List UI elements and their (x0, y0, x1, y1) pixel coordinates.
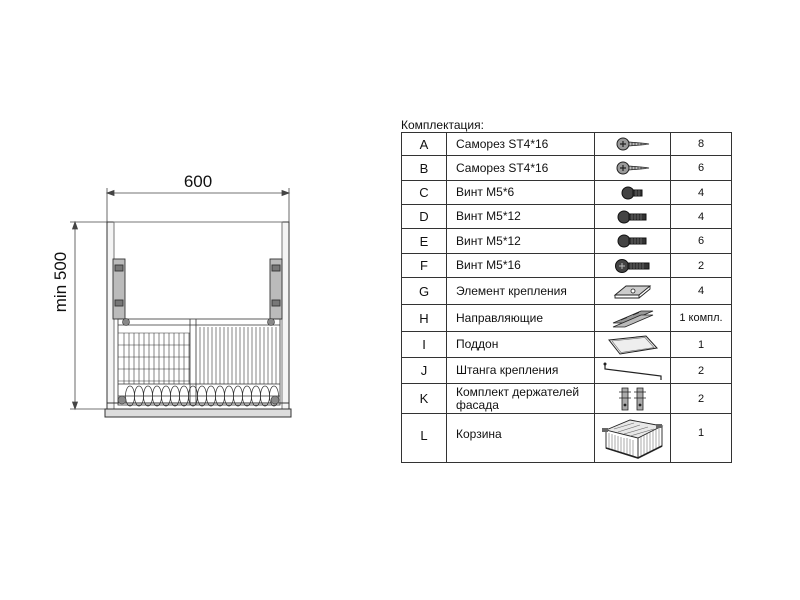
height-dimension (70, 220, 107, 411)
height-label: min 500 (51, 252, 70, 312)
width-label: 600 (184, 172, 212, 191)
part-name: Корзина (446, 413, 595, 463)
part-letter: I (401, 331, 447, 358)
part-letter: C (401, 180, 447, 205)
cabinet-body (104, 221, 292, 418)
screw-st4-icon (594, 155, 671, 181)
part-name: Саморез ST4*16 (446, 132, 595, 156)
part-quantity: 1 компл. (670, 304, 732, 332)
basket-drawing (117, 318, 281, 407)
part-quantity: 4 (670, 204, 732, 229)
bolt-m5-icon (594, 204, 671, 229)
bolt-m5-icon (594, 228, 671, 254)
part-name: Винт М5*16 (446, 253, 595, 278)
part-letter: B (401, 155, 447, 181)
part-letter: E (401, 228, 447, 254)
part-name: Винт М5*12 (446, 204, 595, 229)
part-name: Винт М5*6 (446, 180, 595, 205)
facade-holder-icon (594, 383, 671, 414)
part-quantity: 2 (670, 253, 732, 278)
mounting-clip-icon (594, 277, 671, 305)
guide-rail-icon (594, 304, 671, 332)
part-quantity: 8 (670, 132, 732, 156)
part-quantity: 4 (670, 180, 732, 205)
screw-st4-icon (594, 132, 671, 156)
part-letter: A (401, 132, 447, 156)
part-name: Направляющие (446, 304, 595, 332)
part-quantity: 6 (670, 228, 732, 254)
part-quantity: 6 (670, 155, 732, 181)
width-dimension (105, 188, 291, 222)
part-quantity: 1 (670, 331, 732, 358)
tray-icon (594, 331, 671, 358)
kit-caption: Комплектация: (401, 118, 484, 132)
part-quantity: 4 (670, 277, 732, 305)
part-letter: H (401, 304, 447, 332)
part-name: Штанга крепления (446, 357, 595, 384)
part-letter: K (401, 383, 447, 414)
bolt-m5-long-icon (594, 253, 671, 278)
part-name: Саморез ST4*16 (446, 155, 595, 181)
part-name: Поддон (446, 331, 595, 358)
part-quantity: 2 (670, 357, 732, 384)
part-letter: G (401, 277, 447, 305)
mounting-rod-icon (594, 357, 671, 384)
part-letter: D (401, 204, 447, 229)
part-quantity: 1 (670, 413, 732, 463)
part-letter: J (401, 357, 447, 384)
cabinet-drawing: 600 min 500 (51, 172, 292, 418)
part-quantity: 2 (670, 383, 732, 414)
basket-corner-fittings (117, 318, 280, 405)
basket-icon (594, 413, 671, 463)
part-letter: F (401, 253, 447, 278)
part-name: Комплект держателей фасада (446, 383, 595, 414)
bolt-m5-short-icon (594, 180, 671, 205)
part-name: Элемент крепления (446, 277, 595, 305)
drawer-slides (112, 258, 283, 320)
part-name: Винт М5*12 (446, 228, 595, 254)
part-letter: L (401, 413, 447, 463)
